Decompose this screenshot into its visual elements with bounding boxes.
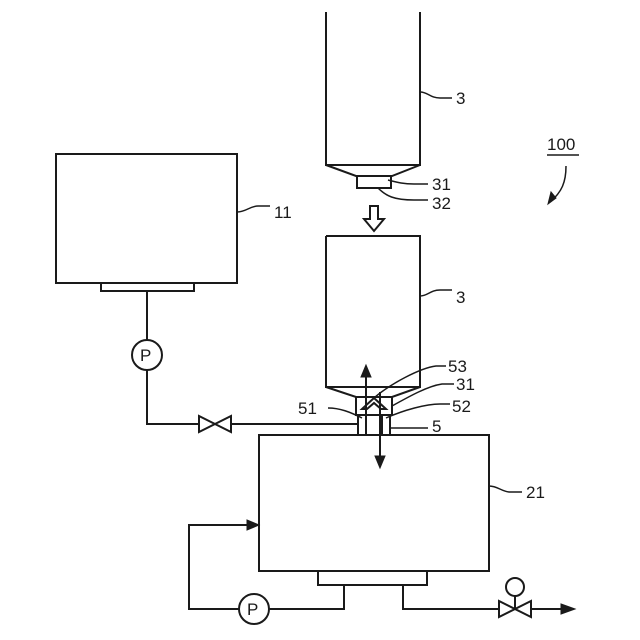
pipe-tank21-pump: [269, 585, 344, 609]
pipe-pump-valve: [147, 370, 199, 424]
label-5: 5: [432, 417, 441, 436]
pump-bottom-label: P: [247, 600, 258, 619]
pipe-return: [189, 525, 250, 609]
label-51: 51: [298, 399, 317, 418]
pipe-drain: [403, 585, 499, 609]
pump-left-label: P: [140, 346, 151, 365]
label-tank-11: 11: [274, 203, 292, 222]
down-arrow-icon: [364, 206, 384, 231]
arrowhead-system-icon: [548, 192, 556, 204]
bottle-mid: [326, 236, 420, 415]
leader-tank-21: [489, 486, 522, 492]
pump-left: P: [132, 340, 162, 370]
leader-bottle-mid: [420, 290, 452, 296]
flow-down-arrow-icon: [375, 456, 385, 468]
leader-52: [386, 404, 450, 418]
leader-tank-11: [237, 206, 270, 212]
drain-valve-icon: [499, 578, 531, 617]
outlet-arrow-icon: [561, 604, 575, 614]
leader-cap-top: [388, 180, 428, 184]
tank-11: [56, 154, 237, 291]
label-bottle-mid: 3: [456, 288, 465, 307]
flow-up-arrow-icon: [361, 365, 371, 377]
label-cap-top: 31: [432, 175, 451, 194]
leader-cap-insert: [378, 188, 428, 200]
leader-bottle-top: [420, 92, 452, 98]
label-52: 52: [452, 397, 471, 416]
label-53: 53: [448, 357, 467, 376]
label-cap-insert: 32: [432, 194, 451, 213]
label-system: 100: [547, 135, 575, 154]
label-bottle-top: 3: [456, 89, 465, 108]
connector-5: [358, 415, 390, 435]
tank-21: [259, 435, 489, 585]
pump-bottom: P: [239, 594, 269, 624]
leader-53: [374, 366, 446, 398]
label-cap-mid: 31: [456, 375, 475, 394]
return-arrow-icon: [247, 520, 259, 530]
bottle-top: [326, 12, 420, 188]
label-tank-21: 21: [526, 483, 545, 502]
valve-left-icon: [199, 416, 231, 432]
